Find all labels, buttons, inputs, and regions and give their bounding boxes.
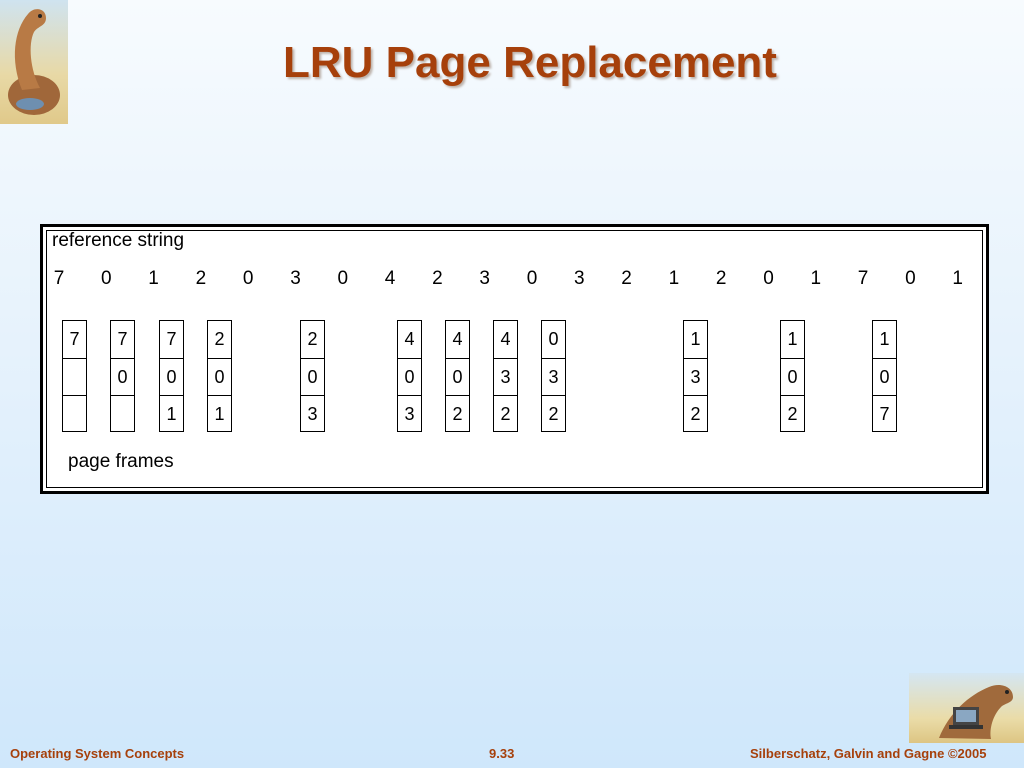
page-frame-cell: 2 [446, 395, 469, 432]
page-frame-cell: 0 [160, 358, 183, 395]
reference-string-value: 2 [432, 268, 443, 289]
reference-string-value: 1 [952, 268, 963, 289]
reference-string-value: 0 [526, 268, 538, 289]
diagram-inner-border [46, 230, 983, 488]
reference-string-value: 0 [337, 268, 349, 289]
page-frame-cell [63, 358, 86, 395]
page-frame-cell [111, 395, 134, 432]
page-frame-cell: 7 [117, 329, 128, 349]
page-frame-cell: 1 [160, 395, 183, 432]
page-frames-label: page frames [68, 451, 174, 472]
page-frame-cell: 0 [781, 358, 804, 395]
footer-slide-number: 9.33 [489, 746, 515, 761]
reference-string-value: 4 [384, 268, 396, 289]
dinosaur-logo-top [0, 0, 68, 124]
reference-string-value: 3 [479, 268, 490, 289]
page-frame-column: 7 [62, 320, 87, 432]
page-frame-cell: 0 [548, 329, 559, 349]
dinosaur-icon [8, 9, 60, 115]
reference-string-value: 2 [195, 268, 207, 289]
page-frame-cell: 0 [446, 358, 469, 395]
page-frame-cell: 0 [301, 358, 324, 395]
page-frame-cell: 4 [452, 329, 463, 349]
page-frame-cell: 3 [494, 358, 517, 395]
page-frame-cell: 2 [214, 329, 225, 349]
page-frame-cell: 2 [781, 395, 804, 432]
page-frame-cell: 0 [398, 358, 421, 395]
page-frame-cell: 0 [111, 358, 134, 395]
reference-string-value: 2 [621, 268, 632, 289]
page-frame-cell: 3 [684, 358, 707, 395]
page-frame-cell [63, 395, 86, 432]
page-frame-cell: 3 [301, 395, 324, 432]
reference-string-value: 3 [574, 268, 585, 289]
page-frame-cell: 2 [307, 329, 318, 349]
page-frame-cell: 0 [208, 358, 231, 395]
reference-string-value: 0 [763, 268, 774, 289]
page-frame-cell: 3 [398, 395, 421, 432]
reference-string-value: 3 [290, 268, 301, 289]
reference-string-value: 1 [810, 268, 822, 289]
page-frame-cell: 1 [879, 329, 890, 349]
reference-string-value: 0 [242, 268, 254, 289]
page-frame-cell: 3 [542, 358, 565, 395]
page-frame-cell: 2 [542, 395, 565, 432]
page-frame-cell: 4 [500, 329, 511, 349]
reference-string-label: reference string [52, 230, 185, 251]
page-frame-cell: 2 [494, 395, 517, 432]
reference-string-value: 0 [905, 268, 916, 289]
reference-string-value: 1 [148, 268, 159, 289]
page-frame-cell: 7 [166, 329, 177, 349]
page-frame-cell: 1 [208, 395, 231, 432]
reference-string-value: 7 [857, 268, 869, 289]
page-frame-cell: 2 [684, 395, 707, 432]
reference-string-value: 2 [715, 268, 727, 289]
page-frame-cell: 0 [873, 358, 896, 395]
page-frame-cell: 1 [787, 329, 798, 349]
page-frame-cell: 4 [404, 329, 415, 349]
footer-course-title: Operating System Concepts [10, 746, 185, 761]
page-frame-cell: 7 [873, 395, 896, 432]
slide-title: LRU Page Replacement [283, 38, 777, 87]
reference-string-value: 0 [101, 268, 112, 289]
footer-copyright: Silberschatz, Galvin and Gagne ©2005 [750, 746, 987, 761]
reference-string-value: 7 [53, 268, 65, 289]
dinosaur-logo-bottom [909, 673, 1024, 743]
page-frame-cell: 1 [690, 329, 701, 349]
page-frame-cell: 7 [69, 329, 80, 349]
reference-string-value: 1 [668, 268, 680, 289]
dinosaur-laptop-icon [939, 685, 1013, 739]
